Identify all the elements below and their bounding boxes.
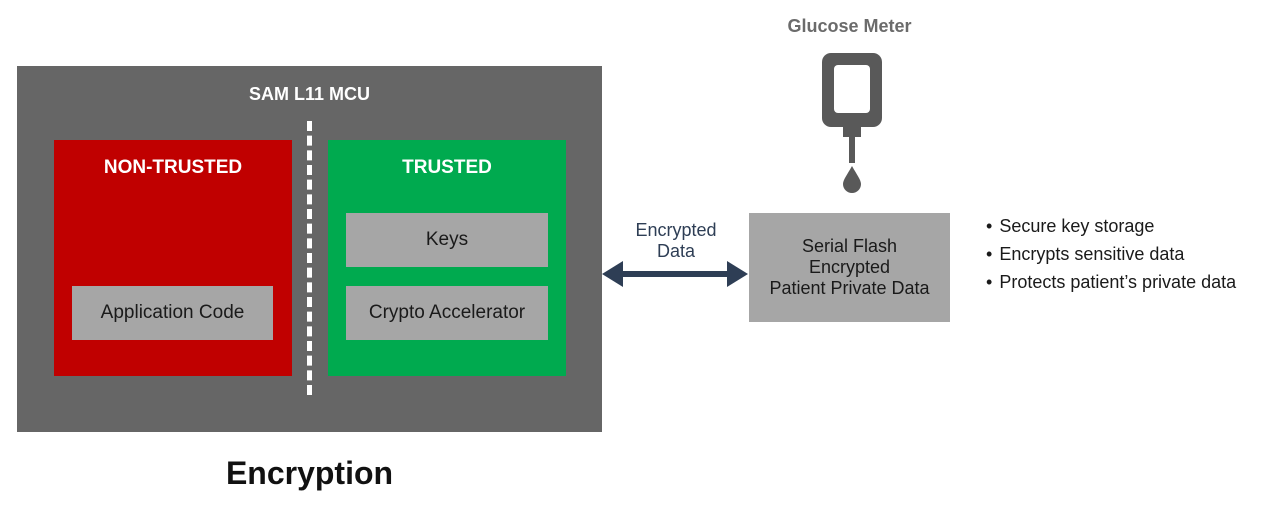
flash-line-2: Encrypted (808, 257, 891, 277)
feature-item: Encrypts sensitive data (986, 240, 1236, 268)
encrypted-data-label: Encrypted Data (606, 220, 746, 262)
flash-line-1: Serial Flash (801, 236, 898, 256)
keys-box: Keys (346, 213, 548, 267)
application-code-box: Application Code (72, 286, 273, 340)
double-arrow-icon (602, 261, 748, 287)
feature-item: Protects patient’s private data (986, 268, 1236, 296)
trusted-title: TRUSTED (402, 157, 492, 178)
serial-flash-box: Serial Flash Encrypted Patient Private D… (749, 213, 950, 322)
blood-drop-icon (843, 166, 861, 193)
flash-line-3: Patient Private Data (769, 278, 930, 298)
mcu-title: SAM L11 MCU (248, 84, 371, 104)
non-trusted-title: NON-TRUSTED (103, 157, 243, 178)
trust-boundary-divider (307, 121, 312, 395)
feature-list: Secure key storage Encrypts sensitive da… (986, 212, 1236, 296)
diagram-caption: Encryption (225, 455, 394, 491)
feature-item: Secure key storage (986, 212, 1236, 240)
arrow-label-line-1: Encrypted (635, 220, 717, 240)
glucose-meter-label: Glucose Meter (787, 16, 912, 36)
arrow-label-line-2: Data (656, 241, 696, 261)
glucose-meter-icon (822, 53, 882, 163)
crypto-accelerator-box: Crypto Accelerator (346, 286, 548, 340)
